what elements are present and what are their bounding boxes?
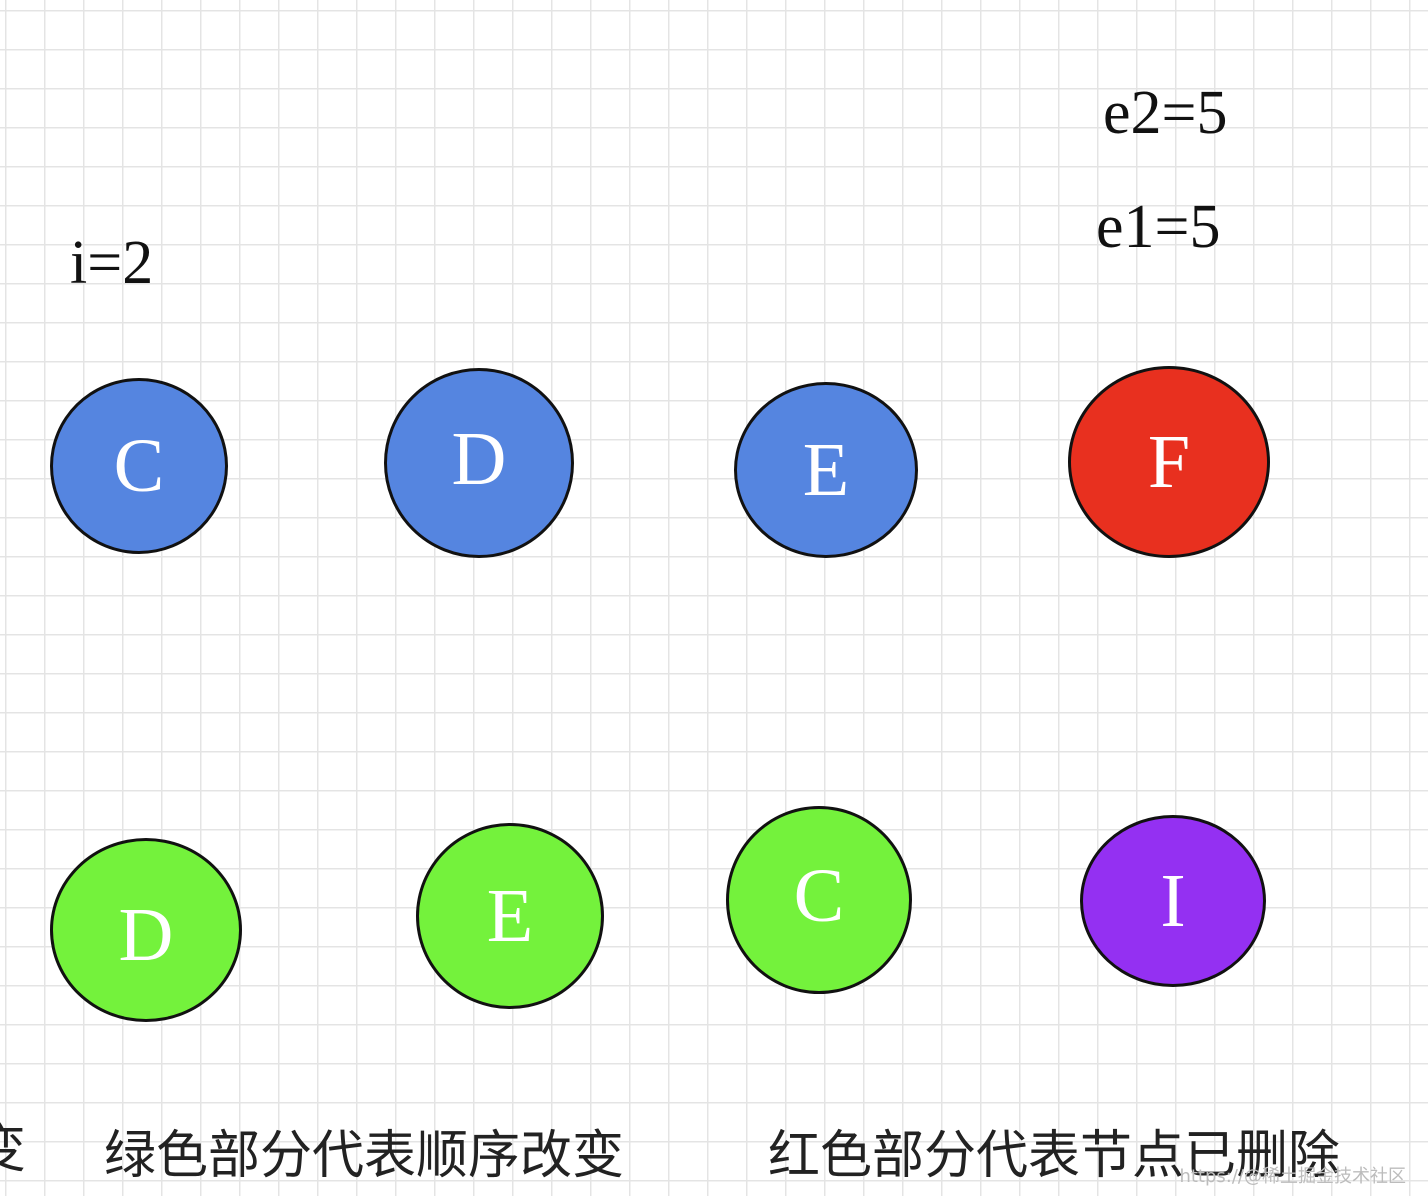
node-d-bottom: D xyxy=(50,838,242,1022)
node-letter: D xyxy=(118,893,174,977)
node-letter: C xyxy=(793,854,845,938)
i-label: i=2 xyxy=(70,229,154,297)
node-e-bottom: E xyxy=(416,823,604,1009)
node-letter: C xyxy=(113,424,165,508)
caption-partial: 变 xyxy=(0,1120,27,1180)
caption-red: 红色部分代表节点已删除 xyxy=(768,1126,1341,1186)
node-letter: E xyxy=(802,428,850,512)
node-letter: E xyxy=(486,874,534,958)
caption-green: 绿色部分代表顺序改变 xyxy=(104,1126,625,1186)
node-e-top: E xyxy=(734,382,918,558)
node-letter: D xyxy=(451,417,507,501)
node-d-top: D xyxy=(384,368,574,558)
watermark: https://@稀土掘金技术社区 xyxy=(1179,1166,1406,1187)
node-c-bottom: C xyxy=(726,806,912,994)
node-c-top: C xyxy=(50,378,228,554)
node-letter: I xyxy=(1160,859,1186,943)
node-f-top: F xyxy=(1068,366,1270,558)
node-letter: F xyxy=(1147,420,1191,504)
e1-label: e1=5 xyxy=(1096,193,1221,261)
e2-label: e2=5 xyxy=(1103,79,1228,147)
node-i-bottom: I xyxy=(1080,815,1266,987)
